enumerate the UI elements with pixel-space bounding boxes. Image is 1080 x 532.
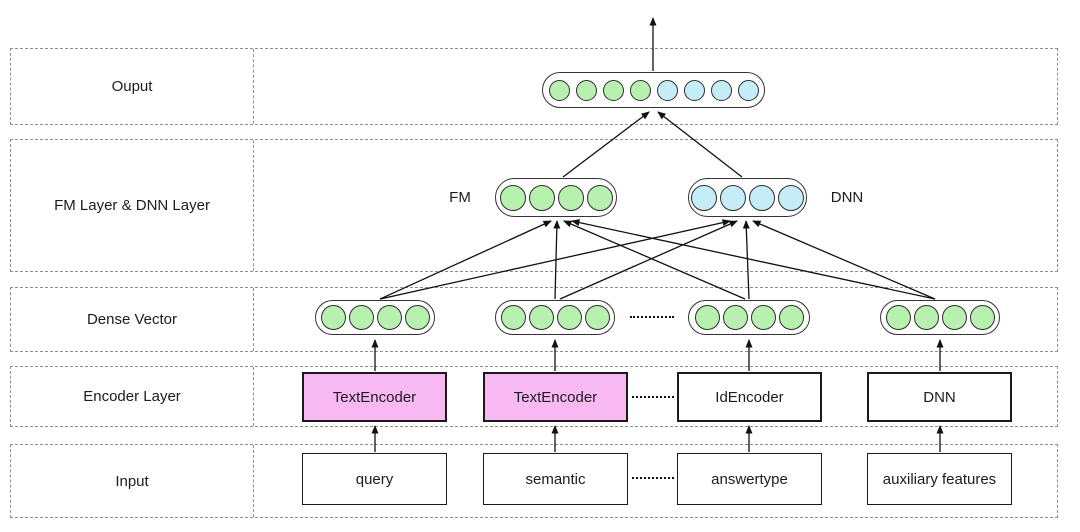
input-label: auxiliary features [882,470,997,488]
output-vector-pill [542,72,765,108]
row-label-cell-input: Input [11,445,254,517]
input-box-auxiliary-features: auxiliary features [867,453,1012,505]
dense-vector-pill-3 [688,300,810,335]
cyan-node-circle [710,79,732,101]
green-node-circle [885,305,911,330]
encoder-box-textencoder-2: TextEncoder [483,372,628,422]
green-node-circle [320,305,346,330]
encoder-label: DNN [923,388,956,406]
row-label-cell-encoder-layer: Encoder Layer [11,367,254,426]
row-output: Ouput [10,48,1058,125]
green-node-circle [500,305,526,330]
green-node-circle [404,305,430,330]
cyan-node-circle [737,79,759,101]
cyan-node-circle [778,184,804,211]
green-node-circle [629,79,651,101]
encoder-label: TextEncoder [332,388,417,406]
green-node-circle [528,184,555,211]
cyan-node-circle [749,184,775,211]
green-node-circle [348,305,374,330]
encoder-label: IdEncoder [715,388,784,406]
green-node-circle [778,305,804,330]
cyan-node-circle [656,79,678,101]
green-node-circle [602,79,624,101]
encoder-box-idencoder: IdEncoder [677,372,822,422]
green-node-circle [969,305,995,330]
row-encoder-layer: Encoder Layer [10,366,1058,427]
green-node-circle [584,305,610,330]
input-label: query [355,470,394,488]
green-node-circle [694,305,720,330]
dnn-label: DNN [830,189,864,206]
row-label-output: Ouput [111,78,153,95]
ellipsis-separator-dense [630,316,674,318]
input-label: answertype [711,470,788,488]
green-node-circle [913,305,939,330]
cyan-node-circle [720,184,746,211]
dense-vector-pill-2 [495,300,615,335]
cyan-node-circle [691,184,717,211]
row-label-cell-output: Ouput [11,49,254,124]
row-label-encoder-layer: Encoder Layer [83,388,181,405]
green-node-circle [941,305,967,330]
row-label-cell-fm-dnn: FM Layer & DNN Layer [11,140,254,271]
green-node-circle [750,305,776,330]
fm-vector-pill [495,178,617,217]
green-node-circle [556,305,582,330]
green-node-circle [557,184,584,211]
input-box-query: query [302,453,447,505]
fm-label: FM [449,189,471,206]
row-label-dense-vector: Dense Vector [86,311,178,328]
green-node-circle [586,184,613,211]
dense-vector-pill-4 [880,300,1000,335]
dnn-vector-pill [688,178,807,217]
green-node-circle [499,184,526,211]
input-label: semantic [525,470,586,488]
ellipsis-separator-encoder [632,396,674,398]
green-node-circle [548,79,570,101]
row-label-fm-dnn: FM Layer & DNN Layer [54,197,210,214]
green-node-circle [376,305,402,330]
input-box-answertype: answertype [677,453,822,505]
cyan-node-circle [683,79,705,101]
row-input: Input [10,444,1058,518]
encoder-box-textencoder-1: TextEncoder [302,372,447,422]
green-node-circle [528,305,554,330]
row-label-cell-dense-vector: Dense Vector [11,288,254,351]
encoder-label: TextEncoder [513,388,598,406]
encoder-box-dnn: DNN [867,372,1012,422]
input-box-semantic: semantic [483,453,628,505]
green-node-circle [722,305,748,330]
green-node-circle [575,79,597,101]
dense-vector-pill-1 [315,300,435,335]
row-label-input: Input [115,472,149,490]
ellipsis-separator-input [632,477,674,479]
